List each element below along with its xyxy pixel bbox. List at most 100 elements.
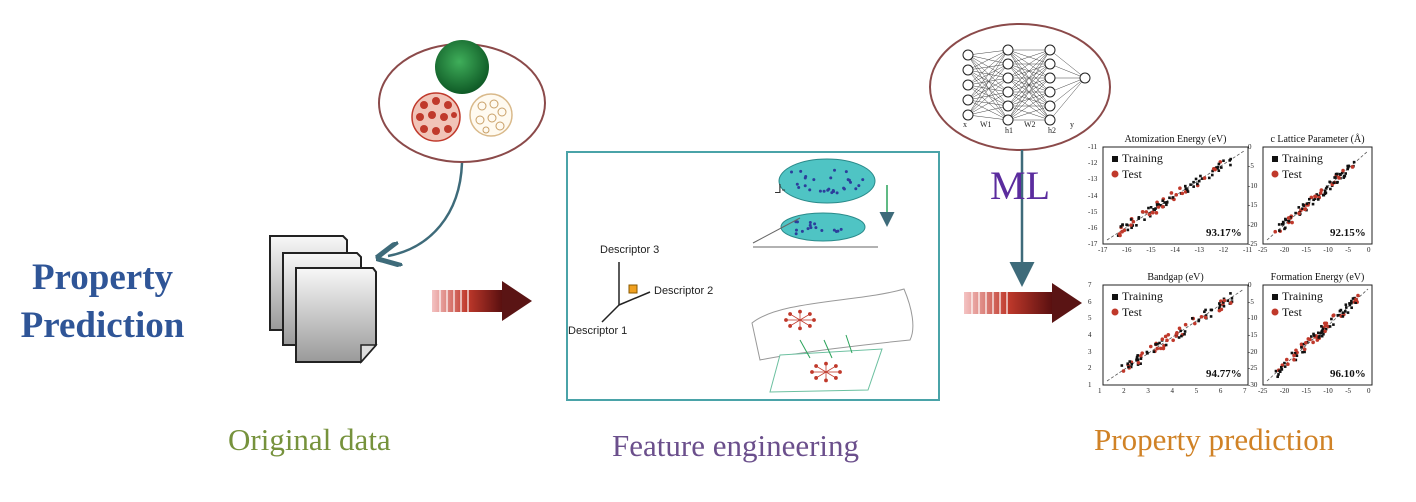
yellow-crystal-icon (469, 93, 513, 137)
training-point (1156, 342, 1159, 346)
training-point (1310, 335, 1313, 338)
training-point (1119, 225, 1123, 228)
training-point (1200, 177, 1204, 180)
training-point (1139, 357, 1143, 360)
y-tick-label: 2 (1088, 364, 1092, 373)
training-point (1116, 234, 1120, 237)
documents-icon (269, 235, 378, 364)
test-point (1140, 351, 1145, 355)
x-tick-label: -5 (1345, 246, 1352, 254)
training-point (1189, 183, 1192, 186)
test-point (1318, 191, 1323, 195)
training-point (1324, 327, 1328, 331)
training-point (1222, 159, 1225, 163)
accuracy-label: 92.15% (1330, 227, 1366, 239)
training-point (1354, 301, 1358, 305)
training-point (1321, 193, 1325, 197)
training-point (1154, 343, 1157, 346)
training-point (1319, 331, 1323, 335)
legend-test: Test (1282, 167, 1302, 181)
y-tick-label: -20 (1248, 220, 1258, 229)
training-point (1216, 165, 1220, 169)
structures-ellipse (378, 40, 546, 163)
plot-title: Atomization Energy (eV) (1124, 134, 1227, 145)
nn-node (1044, 44, 1056, 56)
training-point (1278, 229, 1281, 232)
training-point (1317, 336, 1321, 339)
test-point (1294, 348, 1298, 353)
training-point (1204, 308, 1207, 312)
test-point (1297, 211, 1301, 216)
training-point (1194, 177, 1198, 181)
training-point (1332, 323, 1335, 326)
test-point (1292, 357, 1296, 362)
training-point (1282, 221, 1285, 225)
training-point (1320, 329, 1324, 332)
descriptor-1-label: Descriptor 1 (568, 325, 628, 337)
nn-label-x: x (963, 120, 967, 129)
x-tick-label: -13 (1194, 246, 1204, 254)
nn-node (1044, 86, 1056, 98)
training-point (1341, 315, 1345, 318)
legend-training-marker (1112, 156, 1118, 162)
test-point (1337, 175, 1341, 180)
training-point (1207, 176, 1211, 180)
training-point (1164, 343, 1168, 347)
training-point (1185, 188, 1189, 191)
training-point (1343, 310, 1347, 313)
y-tick-label: 5 (1088, 314, 1092, 323)
training-point (1294, 211, 1297, 215)
training-point (1127, 365, 1130, 369)
test-point (1136, 360, 1141, 365)
test-point (1313, 194, 1318, 199)
training-point (1334, 176, 1337, 179)
title-line-2: Prediction (20, 305, 185, 346)
training-point (1346, 311, 1350, 314)
legend-training: Training (1122, 151, 1163, 165)
training-point (1347, 164, 1351, 168)
training-point (1210, 173, 1214, 177)
test-point (1219, 307, 1224, 312)
nn-label-y: y (1070, 120, 1074, 129)
training-point (1190, 317, 1194, 320)
training-point (1277, 373, 1280, 376)
nn-label-w2: W2 (1024, 120, 1036, 129)
legend-training: Training (1122, 289, 1163, 303)
test-point (1341, 168, 1345, 173)
test-point (1121, 369, 1126, 373)
nn-node (1002, 72, 1014, 84)
training-point (1222, 301, 1225, 304)
accuracy-label: 96.10% (1330, 368, 1366, 380)
training-point (1348, 303, 1352, 307)
training-point (1302, 203, 1305, 207)
y-tick-label: -16 (1088, 223, 1098, 232)
test-point (1229, 301, 1233, 305)
training-point (1293, 351, 1297, 355)
x-tick-label: -14 (1170, 246, 1180, 254)
x-tick-label: 5 (1194, 387, 1199, 395)
title-line-1: Property (31, 257, 174, 298)
training-point (1279, 365, 1283, 369)
test-point (1354, 298, 1359, 302)
test-point (1284, 357, 1289, 362)
legend-test-marker (1111, 308, 1119, 316)
training-point (1350, 299, 1353, 303)
y-tick-label: -10 (1248, 314, 1258, 323)
training-point (1329, 187, 1332, 191)
nn-node (962, 64, 974, 76)
training-point (1219, 166, 1223, 169)
training-point (1308, 197, 1311, 201)
training-point (1143, 218, 1146, 221)
training-point (1203, 310, 1206, 314)
training-point (1283, 361, 1286, 365)
x-tick-label: -17 (1098, 246, 1108, 254)
test-point (1203, 315, 1208, 320)
test-point (1323, 329, 1327, 334)
training-point (1171, 196, 1175, 199)
training-point (1351, 297, 1355, 300)
x-tick-label: -15 (1301, 246, 1311, 254)
x-tick-label: -10 (1323, 387, 1333, 395)
test-point (1292, 353, 1296, 358)
training-point (1335, 181, 1339, 184)
legend-test-marker (1271, 170, 1279, 178)
